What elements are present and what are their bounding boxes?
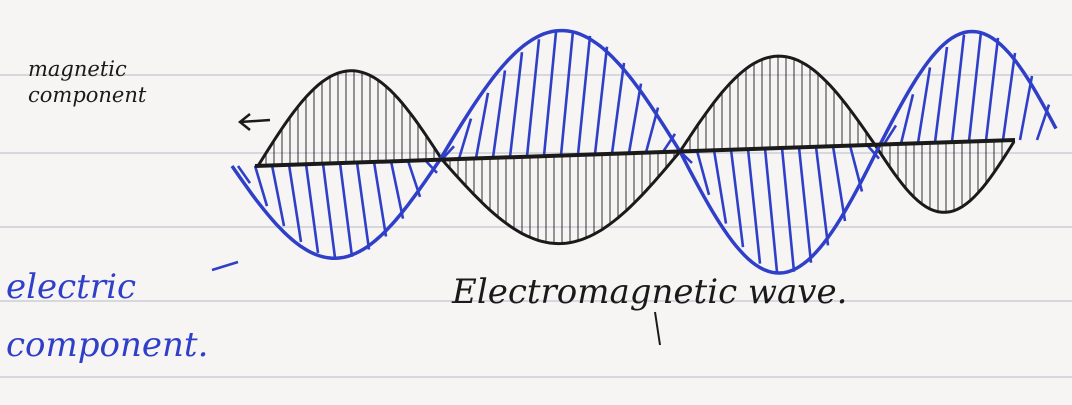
electric-hatch-line xyxy=(424,159,438,174)
electric-hatch-line xyxy=(236,165,252,184)
electric-hatch-line xyxy=(967,31,983,142)
electric-label-line1: electric xyxy=(6,267,136,307)
electric-hatch-line xyxy=(950,34,966,143)
electric-component-label: electric component. xyxy=(6,258,208,374)
diagram-caption: Electromagnetic wave. xyxy=(452,272,848,312)
electric-hatch-line xyxy=(508,52,524,158)
electric-hatch-line xyxy=(933,46,949,143)
electric-hatch-line xyxy=(661,133,677,153)
electric-hatch-line xyxy=(797,147,813,263)
propagation-axis xyxy=(254,138,1016,168)
electric-hatch-line xyxy=(389,160,405,219)
electric-hatch-line xyxy=(338,162,354,257)
ruled-line xyxy=(0,226,1072,228)
magnetic-wave-curve xyxy=(256,54,1016,246)
electric-hatch-line xyxy=(984,37,1000,141)
electric-hatch-line xyxy=(321,163,337,259)
electric-hatch-line xyxy=(270,164,286,227)
magnetic-label-line1: magnetic xyxy=(28,57,127,81)
electric-hatch-line xyxy=(712,149,728,224)
electric-hatch-line xyxy=(355,162,371,250)
caption-descender-stroke xyxy=(654,311,661,346)
electric-hatch-line xyxy=(899,93,915,145)
electric-hatch-line xyxy=(474,92,490,159)
electric-hatch-line xyxy=(457,118,473,160)
ruled-line xyxy=(0,376,1072,378)
electric-hatch-line xyxy=(441,145,455,161)
electric-hatch-line xyxy=(525,39,541,157)
electric-hatch-line xyxy=(372,161,388,237)
magnetic-component-label: magnetic component xyxy=(28,56,146,108)
electric-hatch-line xyxy=(559,30,575,156)
electric-hatch-line xyxy=(866,144,880,160)
electric-hatch-line xyxy=(746,148,762,264)
electric-hatch-line xyxy=(1001,52,1017,141)
electric-hatch-line xyxy=(491,70,507,158)
electric-hatch-line xyxy=(695,150,711,196)
ruled-line xyxy=(0,152,1072,154)
electric-hatch-line xyxy=(253,165,269,207)
electric-hatch-line xyxy=(831,145,847,222)
electric-hatch-line xyxy=(287,164,303,243)
electric-hatch-line xyxy=(1018,75,1034,141)
magnetic-label-line2: component xyxy=(28,83,147,107)
magnetic-arrow-icon xyxy=(237,113,271,131)
electric-arrow-icon xyxy=(211,260,239,272)
electric-hatching xyxy=(236,30,1051,273)
electric-hatch-line xyxy=(916,67,932,144)
electric-hatch-line xyxy=(882,124,898,145)
electric-hatch-line xyxy=(304,163,320,254)
ruled-line xyxy=(0,300,1072,302)
electric-hatch-line xyxy=(610,62,626,154)
magnetic-hatching xyxy=(265,56,1003,244)
electric-hatch-line xyxy=(576,35,592,155)
electric-hatch-line xyxy=(814,146,830,246)
electric-hatch-line xyxy=(763,148,779,273)
electric-wave-curve xyxy=(230,28,1058,275)
electric-hatch-line xyxy=(780,147,796,272)
electric-hatch-line xyxy=(627,83,643,154)
electric-hatch-line xyxy=(593,46,609,155)
electric-label-line2: component. xyxy=(6,325,209,365)
electric-hatch-line xyxy=(729,149,745,248)
electric-hatch-line xyxy=(542,31,558,157)
